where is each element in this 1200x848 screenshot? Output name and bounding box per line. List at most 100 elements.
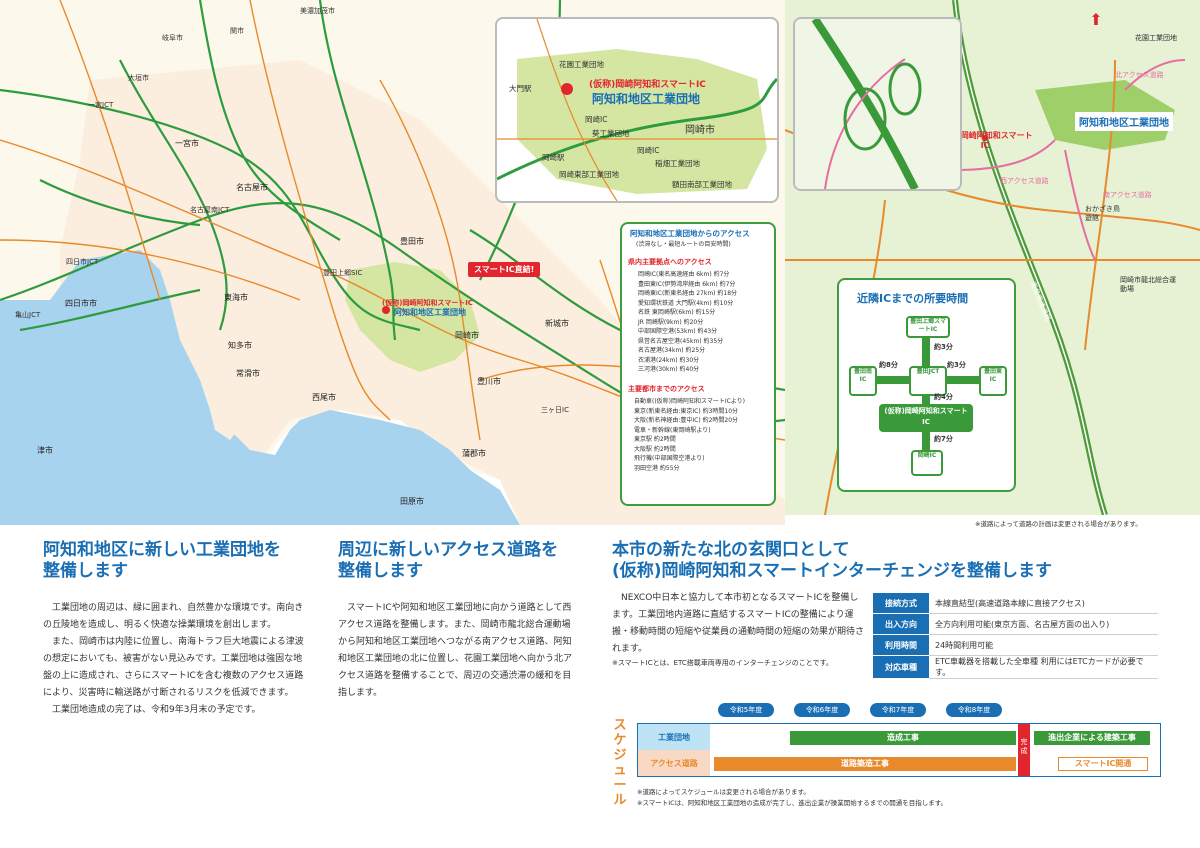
schedule-bar-road: 道路築造工事 [714,757,1016,771]
table-row: 出入方向全方向利用可能(東京方面、名古屋方面の出入り) [873,613,1158,635]
compass-icon: ⬆ [1089,10,1103,29]
node-okazaki-ic: 岡崎IC [911,450,943,476]
main-map-smartic-label: (仮称)岡崎阿知和スマートIC [382,299,473,307]
city-label: 一宮市 [175,139,199,148]
section2-body: スマートICや阿知和地区工業団地に向かう道路として西アクセス道路を整備します。ま… [338,600,576,702]
city-label: 四日市市 [65,299,97,308]
access-item: 岡崎東IC(新東名経由 27km) 約18分 [638,290,738,297]
okazaki-park-label: 岡崎市龍北総合運動場 [1120,276,1176,293]
right-estate-label: 阿知和地区工業団地 [1075,112,1173,131]
city-label: 岡崎市 [455,331,479,340]
section2-paragraph: スマートICや阿知和地区工業団地に向かう道路として西アクセス道路を整備します。ま… [338,603,573,698]
access-title: 阿知和地区工業団地からのアクセス [630,229,750,238]
node-toyota-kamigou: 豊田上郷スマートIC [906,316,950,338]
time-label: 約7分 [934,435,953,443]
inset-label: 花園工業団地 [559,60,604,69]
access-item: 三河港(30km) 約40分 [638,366,700,373]
section3-footnote: ※スマートICとは、ETC搭載車両専用のインターチェンジのことです。 [612,659,833,667]
city-label: 津市 [37,446,53,455]
travel-time-title: 近隣ICまでの所要時間 [857,292,969,305]
access-section2: 主要都市までのアクセス [628,385,705,393]
city-label: 常滑市 [236,369,260,378]
node-toyota-minami: 豊田南IC [849,366,877,396]
south-road-label: 南アクセス道路 [1103,191,1152,199]
access-item: 自動車((仮称)岡崎阿知和スマートICより) [634,398,746,405]
main-map-estate-label: 阿知和地区工業団地 [394,308,466,317]
section1-heading-line1: 阿知和地区に新しい工業団地を [43,540,281,560]
access-item: JR 岡崎駅(9km) 約20分 [638,318,704,326]
junction-label: 一宮JCT [88,101,114,109]
time-label: 約4分 [934,393,953,401]
inset-estate-label: 阿知和地区工業団地 [592,92,701,106]
table-value: 本線直結型(高速道路本線に直接アクセス) [929,593,1158,614]
map-label-gifu: 岐阜市 [162,34,183,42]
node-toyota-higashi: 豊田東IC [979,366,1007,396]
map-label-minokamo: 美濃加茂市 [300,7,335,15]
schedule-complete-marker: 完成 [1018,724,1030,776]
section3-paragraph: NEXCO中日本と協力して本市初となるスマートICを整備します。工業団地内道路に… [612,593,865,654]
inset-map: (仮称)岡崎阿知和スマートIC 阿知和地区工業団地 花園工業団地 大門駅 岡崎I… [495,17,779,203]
year-pill: 令和6年度 [794,703,850,717]
map-label-ogaki: 大垣市 [128,74,149,82]
city-label: 蒲郡市 [462,449,486,458]
time-label: 約8分 [879,361,898,369]
access-item: 愛知環状鉄道 大門駅(4km) 約10分 [638,299,734,307]
schedule-title: スケジュール [613,718,627,808]
section1-paragraph: 工業団地造成の完了は、令和9年3月末の予定です。 [52,705,261,715]
table-value: 24時間利用可能 [929,634,1158,656]
section1-heading-line2: 整備します [43,561,128,581]
city-label: 新城市 [545,319,569,328]
access-item: 飛行機(中部国際空港より) [634,455,705,462]
city-label: 西尾市 [312,393,336,402]
city-label: 豊田市 [400,237,424,246]
section1-heading: 阿知和地区に新しい工業団地を 整備します [43,540,281,582]
city-label: 東海市 [224,293,248,302]
inset-smartic-label: (仮称)岡崎阿知和スマートIC [589,80,706,90]
regional-map: 美濃加茂市 岐阜市 関市 大垣市 一宮市 名古屋市 東海市 知多市 常滑市 西尾… [0,0,785,525]
table-key: 出入方向 [873,613,929,635]
inset-label: 岡崎市 [685,125,715,136]
city-label: 知多市 [228,341,252,350]
table-value: 全方向利用可能(東京方面、名古屋方面の出入り) [929,613,1158,635]
node-toyota-jct: 豊田JCT [909,366,947,396]
access-item: 名鉄 東岡崎駅(6km) 約15分 [638,309,716,316]
schedule-row-label: アクセス道路 [650,759,698,768]
north-road-label: 北アクセス道路 [1115,71,1164,79]
access-item: 岡崎IC(東名高速経由 6km) 約7分 [638,271,730,278]
access-section1: 県内主要拠点へのアクセス [628,258,712,266]
table-value: ETC車載器を搭載した全車種 利用にはETCカードが必要です。 [929,655,1158,679]
table-key: 利用時間 [873,634,929,656]
access-item: 県営名古屋空港(45km) 約35分 [638,337,724,345]
schedule-after-estate: 進出企業による建築工事 [1034,731,1150,745]
city-label: 豊川市 [477,377,501,386]
access-item: 中部国際空港(53km) 約43分 [638,328,718,335]
inset-label: 稲畑工業団地 [655,159,700,168]
city-label: 田原市 [400,497,424,506]
right-smartic-label: (仮称)岡崎阿知和スマートIC [937,131,1033,150]
local-map: ⬆ 阿知和地区工業団地 (仮称)岡崎阿知和スマートIC 北アクセス道路 西アクセ… [785,0,1200,515]
access-item: 大阪駅 約2時間 [634,445,676,453]
section3-heading: 本市の新たな北の玄関口として (仮称)岡崎阿知和スマートインターチェンジを整備し… [612,540,1052,582]
schedule-note: ※スマートICは、阿知和地区工業団地の造成が完了し、進出企業が操業開始するまでの… [637,799,948,807]
inset-label: 岡崎駅 [542,153,565,162]
junction-label: 三ヶ日IC [541,406,569,414]
section2-heading-line2: 整備します [338,561,423,581]
schedule-bar-construction: 造成工事 [790,731,1016,745]
table-row: 接続方式本線直結型(高速道路本線に直接アクセス) [873,593,1158,614]
inset-label: 岡崎IC [637,146,660,155]
schedule-row-label-bg [638,724,710,750]
west-road-label: 西アクセス道路 [1000,177,1049,185]
section1-body: 工業団地の周辺は、緑に囲まれ、自然豊かな環境です。南向きの丘陵地を造成し、明るく… [43,600,311,719]
access-item: 電車・新幹線(東岡崎駅より) [634,426,711,434]
smartic-spec-table: 接続方式本線直結型(高速道路本線に直接アクセス) 出入方向全方向利用可能(東京方… [873,593,1158,679]
junction-label: 亀山JCT [15,311,41,319]
year-pill: 令和7年度 [870,703,926,717]
access-subtitle: (渋滞なし・最短ルートの目安時間) [636,241,731,248]
section3-heading-line1: 本市の新たな北の玄関口として [612,540,850,560]
access-item: 東京駅 約2時間 [634,436,676,443]
map-note: ※道路によって道路の計画は変更される場合があります。 [975,520,1142,528]
junction-label: 豊田上郷SIC [323,269,363,277]
access-item: 豊田東IC(伊勢湾岸経由 6km) 約7分 [638,280,736,288]
inset-label: 額田南部工業団地 [672,180,732,189]
